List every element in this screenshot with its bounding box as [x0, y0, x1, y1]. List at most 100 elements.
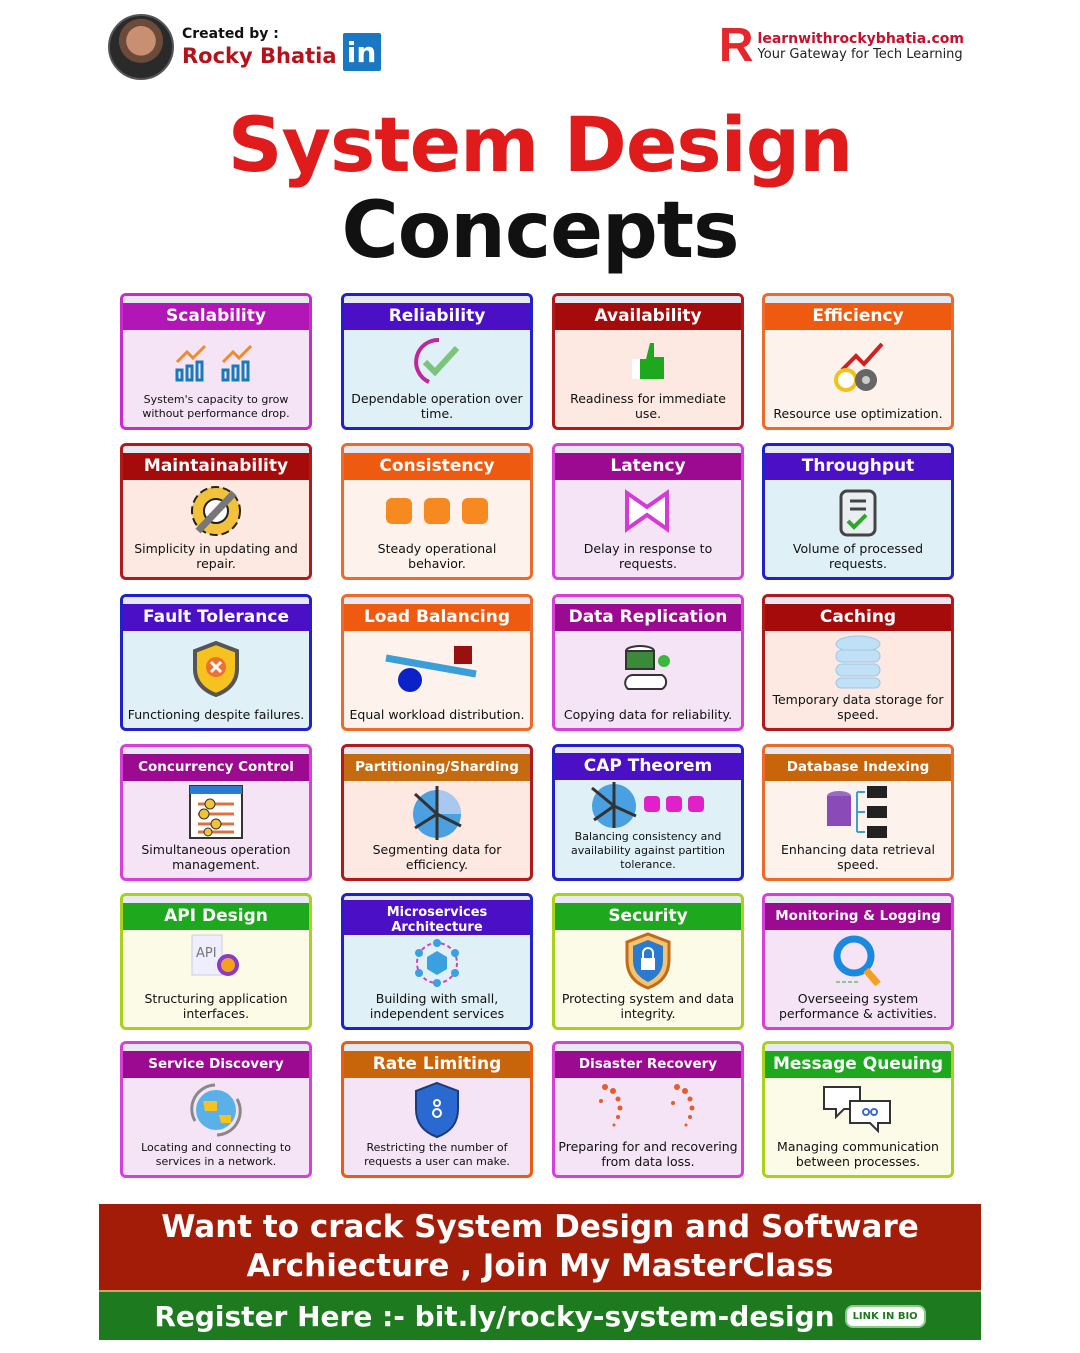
- banner-line-1: Want to crack System Design and Software: [161, 1209, 919, 1245]
- card-description: System's capacity to grow without perfor…: [142, 393, 290, 420]
- card-title: Rate Limiting: [344, 1051, 530, 1078]
- card-top-strip: [123, 747, 309, 754]
- card-description: Temporary data storage for speed.: [772, 692, 944, 722]
- database-icon: [765, 631, 951, 692]
- concept-card-microservices-architecture: Microservices Architecture Building with…: [341, 893, 533, 1030]
- register-link[interactable]: Register Here :- bit.ly/rocky-system-des…: [154, 1299, 835, 1333]
- concept-card-maintainability: Maintainability Simplicity in updating a…: [120, 443, 312, 580]
- card-title: Latency: [555, 453, 741, 480]
- concept-card-availability: Availability Readiness for immediate use…: [552, 293, 744, 430]
- card-description: Equal workload distribution.: [349, 707, 525, 722]
- card-top-strip: [123, 446, 309, 453]
- concept-card-service-discovery: Service Discovery Locating and connectin…: [120, 1041, 312, 1178]
- card-description: Segmenting data for efficiency.: [372, 842, 502, 872]
- author-block: Created by : Rocky Bhatia in: [108, 14, 381, 80]
- concept-card-database-indexing: Database Indexing Enhancing data retriev…: [762, 744, 954, 881]
- site-url[interactable]: learnwithrockybhatia.com: [757, 30, 964, 47]
- concept-card-disaster-recovery: Disaster Recovery Preparing for and reco…: [552, 1041, 744, 1178]
- card-top-strip: [123, 1044, 309, 1051]
- page-subtitle: Concepts: [341, 186, 739, 276]
- card-top-strip: [344, 597, 530, 604]
- card-title: Message Queuing: [765, 1051, 951, 1078]
- chat-icon: [765, 1078, 951, 1139]
- author-name: Rocky Bhatia: [182, 44, 337, 68]
- db-cloud-icon: [555, 631, 741, 707]
- concept-card-latency: Latency Delay in response to requests.: [552, 443, 744, 580]
- card-description: Structuring application interfaces.: [144, 991, 288, 1021]
- card-top-strip: [555, 1044, 741, 1051]
- card-top-strip: [555, 747, 741, 753]
- concept-card-reliability: Reliability Dependable operation over ti…: [341, 293, 533, 430]
- link-in-bio-badge[interactable]: LINK IN BIO: [844, 1304, 926, 1328]
- card-top-strip: [123, 296, 309, 303]
- concept-card-load-balancing: Load Balancing Equal workload distributi…: [341, 594, 533, 731]
- card-top-strip: [765, 1044, 951, 1051]
- concept-card-rate-limiting: Rate Limiting Restricting the number of …: [341, 1041, 533, 1178]
- dots-arc-icon: [555, 1078, 741, 1139]
- concept-card-concurrency-control: Concurrency Control Simultaneous operati…: [120, 744, 312, 881]
- pie-icon: [344, 781, 530, 842]
- card-top-strip: [555, 296, 741, 303]
- check-icon: [344, 330, 530, 391]
- card-title: Availability: [555, 303, 741, 330]
- concept-card-api-design: API Design API Structuring application i…: [120, 893, 312, 1030]
- concept-card-message-queuing: Message Queuing Managing communication b…: [762, 1041, 954, 1178]
- concept-card-data-replication: Data Replication Copying data for reliab…: [552, 594, 744, 731]
- squares-icon: [344, 480, 530, 541]
- created-by-label: Created by :: [182, 26, 279, 42]
- shield-lock-icon: [555, 930, 741, 991]
- card-title: Maintainability: [123, 453, 309, 480]
- card-top-strip: [344, 296, 530, 303]
- site-logo[interactable]: R learnwithrockybhatia.com Your Gateway …: [719, 22, 964, 70]
- shield-x-icon: [123, 631, 309, 707]
- clipboard-icon: [765, 480, 951, 541]
- concept-card-scalability: Scalability System's capacity to grow wi…: [120, 293, 312, 430]
- concept-card-cap-theorem: CAP Theorem Balancing consistency and av…: [552, 744, 744, 881]
- card-title: Consistency: [344, 453, 530, 480]
- card-title: Load Balancing: [344, 604, 530, 631]
- seesaw-icon: [344, 631, 530, 707]
- card-title: Security: [555, 903, 741, 930]
- card-description: Preparing for and recovering from data l…: [558, 1139, 738, 1169]
- card-description: Copying data for reliability.: [563, 707, 733, 722]
- card-title: Scalability: [123, 303, 309, 330]
- concept-card-efficiency: Efficiency Resource use optimization.: [762, 293, 954, 430]
- card-title: Disaster Recovery: [555, 1051, 741, 1078]
- card-title: Data Replication: [555, 604, 741, 631]
- shield-blue-icon: [344, 1078, 530, 1141]
- pie-squares-icon: [555, 780, 741, 830]
- card-top-strip: [765, 597, 951, 604]
- sliders-icon: [123, 781, 309, 842]
- globe-icon: [123, 1078, 309, 1141]
- site-tagline: Your Gateway for Tech Learning: [757, 46, 963, 62]
- card-title: Service Discovery: [123, 1051, 309, 1078]
- card-description: Building with small, independent service…: [369, 991, 505, 1021]
- register-bar[interactable]: Register Here :- bit.ly/rocky-system-des…: [99, 1290, 981, 1340]
- author-avatar: [108, 14, 174, 80]
- growth-icon: [123, 330, 309, 393]
- card-description: Volume of processed requests.: [792, 541, 924, 571]
- concept-card-monitoring-logging: Monitoring & Logging Overseeing system p…: [762, 893, 954, 1030]
- card-top-strip: [765, 296, 951, 303]
- page-title: System Design: [227, 100, 853, 189]
- card-title: Database Indexing: [765, 754, 951, 781]
- card-title: Monitoring & Logging: [765, 903, 951, 930]
- card-top-strip: [765, 896, 951, 903]
- svg-text:API: API: [196, 946, 217, 961]
- card-top-strip: [765, 747, 951, 754]
- masterclass-banner: Want to crack System Design and Software…: [99, 1204, 981, 1290]
- hourglass-icon: [555, 480, 741, 541]
- card-description: Enhancing data retrieval speed.: [781, 842, 935, 872]
- card-description: Resource use optimization.: [773, 406, 943, 421]
- r-logo-icon: R: [718, 19, 754, 72]
- card-description: Readiness for immediate use.: [570, 391, 726, 421]
- card-title: Fault Tolerance: [123, 604, 309, 631]
- linkedin-icon[interactable]: in: [342, 33, 381, 71]
- card-top-strip: [555, 896, 741, 903]
- card-description: Steady operational behavior.: [377, 541, 497, 571]
- card-description: Functioning despite failures.: [127, 707, 305, 722]
- magnifier-icon: [765, 930, 951, 991]
- card-top-strip: [344, 1044, 530, 1051]
- card-description: Locating and connecting to services in a…: [141, 1141, 291, 1168]
- wrench-gear-icon: [123, 480, 309, 541]
